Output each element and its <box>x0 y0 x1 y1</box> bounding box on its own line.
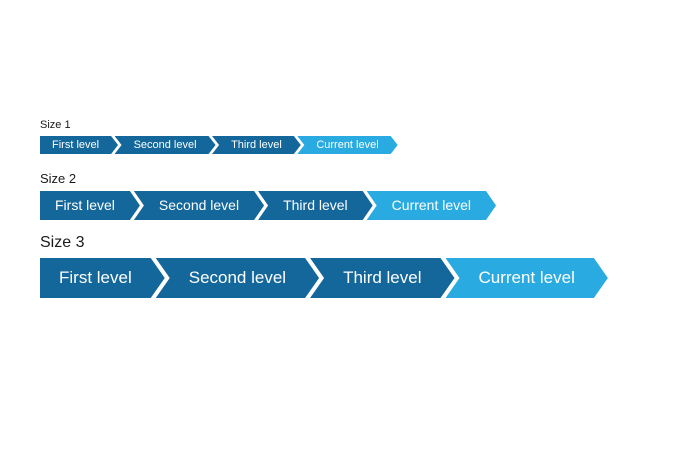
breadcrumb-item-current-level: Current level <box>367 191 496 220</box>
size-3-label: Size 3 <box>40 234 85 251</box>
breadcrumb-styleguide-canvas: Size 1 First level Second level Third le… <box>40 119 678 298</box>
breadcrumb-item-first-level[interactable]: First level <box>40 136 118 154</box>
breadcrumb-item-first-level[interactable]: First level <box>40 258 165 298</box>
breadcrumb-item-second-level[interactable]: Second level <box>156 258 319 298</box>
breadcrumb-size-2: First level Second level Third level Cur… <box>40 191 678 220</box>
breadcrumb-demo-size-3: Size 3 First level Second level Third le… <box>40 233 678 298</box>
breadcrumb-item-third-level[interactable]: Third level <box>258 191 373 220</box>
breadcrumb-item-current-level: Current level <box>297 136 397 154</box>
breadcrumb-item-third-level[interactable]: Third level <box>310 258 454 298</box>
breadcrumb-size-1: First level Second level Third level Cur… <box>40 136 678 154</box>
breadcrumb-item-third-level[interactable]: Third level <box>212 136 301 154</box>
breadcrumb-size-3: First level Second level Third level Cur… <box>40 258 678 298</box>
breadcrumb-item-first-level[interactable]: First level <box>40 191 140 220</box>
breadcrumb-demo-size-2: Size 2 First level Second level Third le… <box>40 171 678 220</box>
breadcrumb-item-second-level[interactable]: Second level <box>115 136 216 154</box>
breadcrumb-item-second-level[interactable]: Second level <box>134 191 264 220</box>
size-1-label: Size 1 <box>40 119 71 131</box>
breadcrumb-demo-size-1: Size 1 First level Second level Third le… <box>40 119 678 154</box>
breadcrumb-item-current-level: Current level <box>446 258 608 298</box>
size-2-label: Size 2 <box>40 171 77 186</box>
